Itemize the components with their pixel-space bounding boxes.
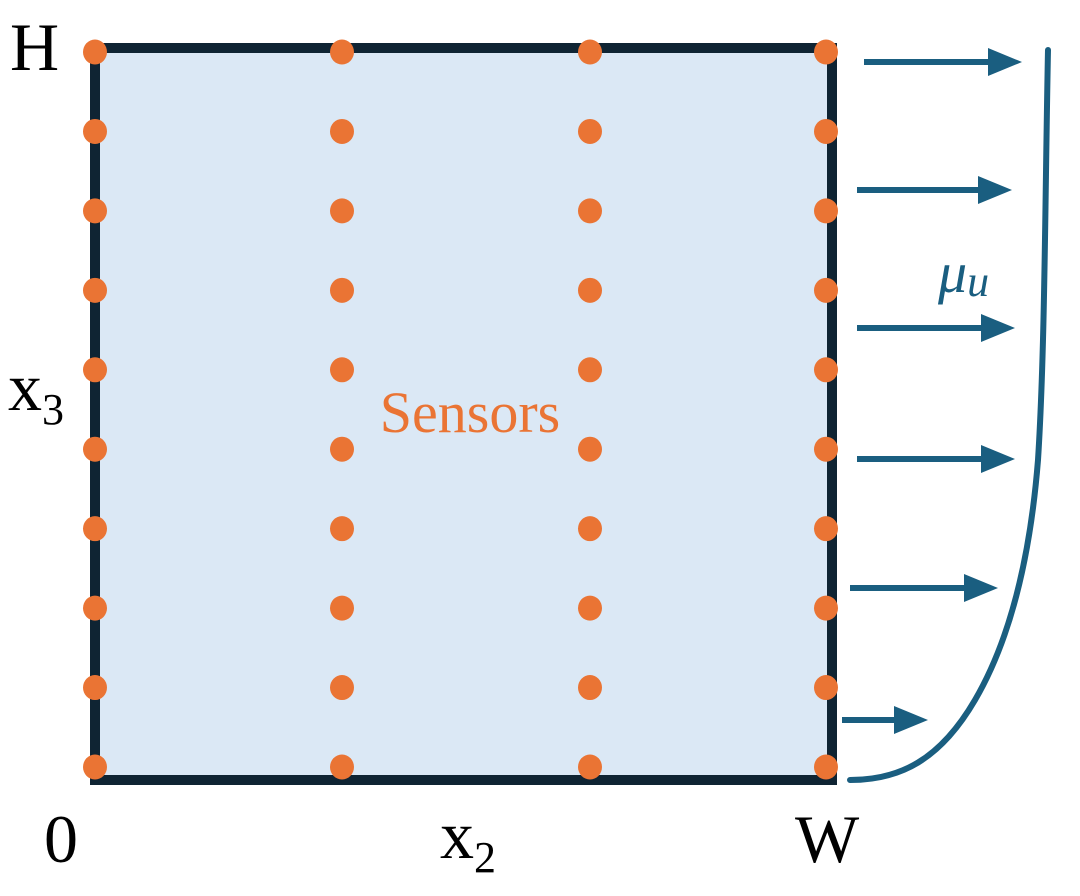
- sensor-dot: [578, 595, 602, 621]
- sensor-dot: [814, 675, 838, 701]
- mu-symbol: μ: [937, 240, 967, 305]
- sensor-dot: [578, 436, 602, 462]
- velocity-arrow-head: [981, 314, 1015, 342]
- axis-label-x3-sub: 3: [42, 385, 64, 434]
- sensor-dot: [814, 436, 838, 462]
- sensor-dot: [578, 39, 602, 65]
- sensor-dot: [330, 754, 354, 780]
- axis-label-x2-sub: 2: [474, 833, 496, 882]
- sensor-dot: [330, 516, 354, 542]
- velocity-arrow-head: [894, 706, 928, 734]
- sensor-dot: [83, 436, 107, 462]
- sensor-dot: [83, 675, 107, 701]
- sensor-dot: [330, 198, 354, 224]
- sensor-dot: [814, 595, 838, 621]
- sensor-dot: [330, 436, 354, 462]
- sensors-label: Sensors: [380, 380, 560, 445]
- sensor-dot: [83, 277, 107, 303]
- sensor-dot: [330, 675, 354, 701]
- sensor-dot: [330, 39, 354, 65]
- sensor-dot: [814, 198, 838, 224]
- sensor-dot: [83, 754, 107, 780]
- sensor-dot: [814, 516, 838, 542]
- sensor-dot: [83, 357, 107, 383]
- axis-label-x2: x2: [440, 797, 496, 882]
- sensor-dot: [330, 595, 354, 621]
- sensor-dot: [578, 754, 602, 780]
- velocity-arrow-head: [981, 445, 1015, 473]
- sensor-dot: [330, 118, 354, 144]
- sensor-dot: [578, 118, 602, 144]
- sensor-dot: [578, 357, 602, 383]
- sensor-dot: [83, 118, 107, 144]
- sensor-dot: [83, 198, 107, 224]
- sensor-dot: [83, 39, 107, 65]
- sensor-dot: [578, 516, 602, 542]
- sensor-dot: [83, 595, 107, 621]
- sensor-dot: [814, 118, 838, 144]
- axis-label-x2-base: x: [440, 797, 474, 873]
- sensor-dot: [578, 198, 602, 224]
- sensor-dot: [814, 357, 838, 383]
- sensor-dot: [578, 277, 602, 303]
- axis-label-x3: x3: [8, 349, 64, 434]
- velocity-profile-curve: [847, 47, 1051, 783]
- sensor-dot: [83, 516, 107, 542]
- axis-label-x3-base: x: [8, 349, 42, 425]
- mu-subscript: u: [967, 257, 989, 306]
- velocity-arrows: [842, 48, 1022, 734]
- sensor-dot: [814, 39, 838, 65]
- label-w: W: [795, 801, 860, 877]
- sensor-dot: [814, 277, 838, 303]
- sensor-dot: [330, 357, 354, 383]
- mu-u-label: μu: [937, 240, 989, 306]
- sensor-dot: [814, 754, 838, 780]
- sensor-grid: [83, 39, 838, 780]
- velocity-arrow-head: [964, 574, 998, 602]
- label-origin: 0: [44, 801, 78, 877]
- label-h: H: [10, 9, 59, 85]
- domain-rectangle: [90, 43, 837, 785]
- sensor-dot: [578, 675, 602, 701]
- sensor-dot: [330, 277, 354, 303]
- velocity-arrow-head: [988, 48, 1022, 76]
- velocity-arrow-head: [978, 176, 1012, 204]
